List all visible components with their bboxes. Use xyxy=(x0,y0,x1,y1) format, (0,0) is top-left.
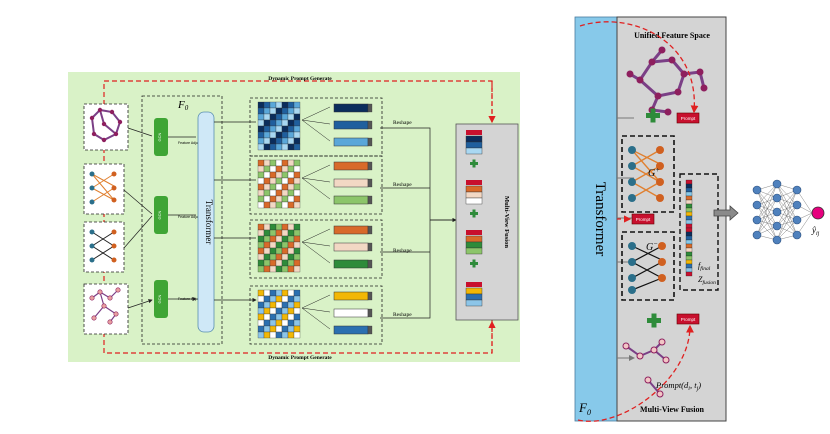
right-transformer xyxy=(574,16,618,422)
input-graph-4 xyxy=(83,283,129,335)
left-fusion-box xyxy=(455,123,519,321)
final-label: ffinal xyxy=(698,261,711,272)
output-label: ŷij xyxy=(811,225,820,237)
unified-molecule-graph xyxy=(626,46,708,116)
g-plus-graph xyxy=(621,135,675,213)
input-graph-2 xyxy=(83,163,125,215)
reshape-label-4: Reshape xyxy=(393,312,412,318)
feature-adjustment-2: Feature Adjustment xyxy=(178,215,208,219)
right-panel: Transformer F0 Unified Feature Space Mul… xyxy=(574,16,825,422)
prompt-box-3: Prompt xyxy=(676,313,700,325)
dynamic-prompt-top-label: Dynamic Prompt Generate xyxy=(268,76,332,82)
matrix-views xyxy=(249,97,383,345)
output-arrow-icon xyxy=(713,205,739,221)
fusion-vector-box xyxy=(679,173,719,291)
view-4 xyxy=(249,285,383,345)
input-graph-3 xyxy=(83,221,125,273)
prompt-curve-top xyxy=(579,21,699,114)
svg-text:Prompt: Prompt xyxy=(681,116,696,121)
reshape-label-1: Reshape xyxy=(393,120,412,126)
final-fusion-vector xyxy=(685,179,693,277)
svg-text:GCN: GCN xyxy=(157,132,162,141)
prompt-formula: Prompt(di, tj) xyxy=(655,380,701,392)
dynamic-prompt-bottom-label: Dynamic Prompt Generate xyxy=(268,355,332,361)
svg-text:GCN: GCN xyxy=(157,294,162,303)
output-node xyxy=(811,206,825,220)
f0-box xyxy=(141,95,223,345)
feature-adjustment-1: Feature Adjustment xyxy=(178,141,208,145)
svg-text:Prompt: Prompt xyxy=(636,217,651,222)
gcn-block-2: GCN xyxy=(154,196,168,234)
reshape-label-3: Reshape xyxy=(393,248,412,254)
plus-icon-2 xyxy=(647,313,661,328)
left-transformer xyxy=(197,111,215,333)
left-panel: Dynamic Prompt Generate Dynamic Prompt G… xyxy=(68,72,520,362)
gcn-block-1: GCN xyxy=(154,118,168,156)
right-fusion-label: Multi-View Fusion xyxy=(640,405,704,414)
right-f0-label: F0 xyxy=(578,400,591,417)
gcn-block-3: GCN xyxy=(154,280,168,318)
f0-label: F0 xyxy=(177,99,189,112)
view-1 xyxy=(249,97,383,157)
neural-network xyxy=(752,179,813,245)
fusion-stack xyxy=(465,130,483,307)
left-fusion-label: Multi-View Fusion xyxy=(503,196,510,248)
input-graph-1 xyxy=(83,103,129,151)
prompt-path-graph xyxy=(622,338,670,398)
svg-text:GCN: GCN xyxy=(157,210,162,219)
g-minus-label: G− xyxy=(646,240,658,253)
reshape-label-2: Reshape xyxy=(393,182,412,188)
prompt-curve-bottom xyxy=(577,324,694,422)
prompt-box-1: Prompt xyxy=(676,112,700,124)
right-transformer-label: Transformer xyxy=(592,182,608,256)
svg-text:Prompt: Prompt xyxy=(681,317,696,322)
plus-icon xyxy=(646,108,660,123)
g-plus-label: G+ xyxy=(648,166,660,179)
view-2 xyxy=(249,155,383,215)
view-3 xyxy=(249,219,383,279)
prompt-box-2: Prompt xyxy=(631,213,655,225)
left-transformer-label: Transformer xyxy=(204,200,214,245)
g-minus-graph xyxy=(621,231,675,301)
unified-feature-space-label: Unified Feature Space xyxy=(634,31,710,40)
fusion-label: Zfusion xyxy=(698,275,716,286)
